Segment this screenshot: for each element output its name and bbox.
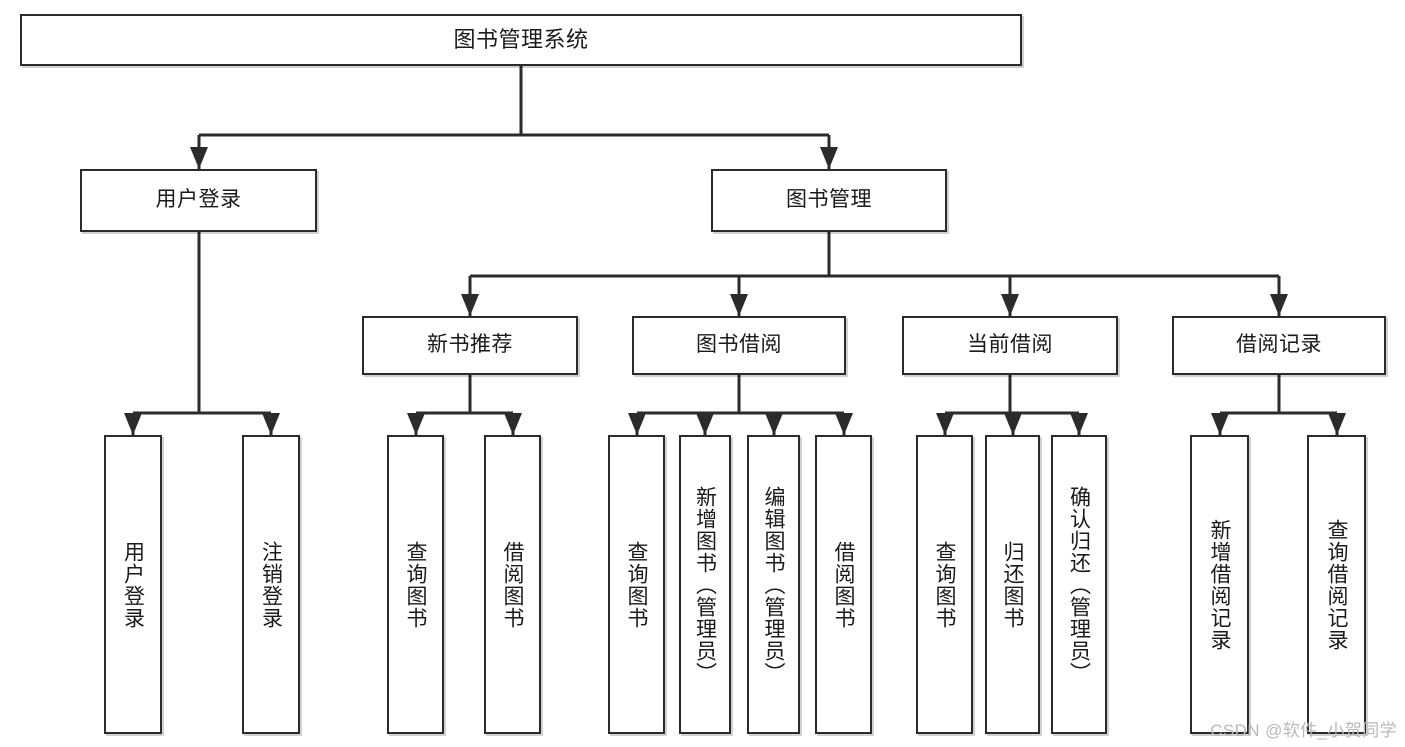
diagram-node-label: 新增图书（管理员） bbox=[693, 485, 717, 684]
diagram-node-leaf_5: 新增图书（管理员） bbox=[679, 435, 731, 734]
connector-arrowhead bbox=[504, 413, 522, 435]
diagram-node-label: 编辑图书（管理员） bbox=[762, 485, 785, 684]
connector-arrowhead bbox=[1070, 413, 1088, 435]
diagram-node-leaf_1: 注销登录 bbox=[242, 435, 300, 734]
connector-arrowhead bbox=[1211, 413, 1229, 435]
diagram-node-l2_3: 借阅记录 bbox=[1172, 316, 1386, 375]
diagram-node-label: 查询借阅记录 bbox=[1325, 518, 1348, 651]
diagram-node-label: 归还图书 bbox=[1001, 540, 1024, 629]
connector-arrowhead bbox=[628, 413, 646, 435]
diagram-node-root: 图书管理系统 bbox=[20, 14, 1022, 66]
connector-arrowhead bbox=[1328, 413, 1346, 435]
connector-arrowhead bbox=[1004, 413, 1022, 435]
connector-arrowhead bbox=[190, 147, 208, 169]
diagram-node-label: 借阅记录 bbox=[1236, 333, 1322, 357]
diagram-node-label: 查询图书 bbox=[625, 540, 648, 629]
diagram-node-l2_0: 新书推荐 bbox=[362, 316, 578, 375]
diagram-node-l2_1: 图书借阅 bbox=[632, 316, 846, 375]
csdn-watermark: CSDN @软件_小贺同学 bbox=[1210, 721, 1397, 740]
diagram-node-label: 新增借阅记录 bbox=[1208, 518, 1231, 651]
diagram-node-label: 当前借阅 bbox=[967, 333, 1053, 357]
connector-arrowhead bbox=[461, 294, 479, 316]
diagram-node-l1_0: 用户登录 bbox=[80, 169, 317, 232]
connector-arrowhead bbox=[262, 413, 280, 435]
diagram-node-label: 图书管理 bbox=[786, 188, 872, 212]
diagram-node-label: 用户登录 bbox=[121, 540, 145, 629]
connector-arrowhead bbox=[835, 413, 853, 435]
diagram-node-leaf_0: 用户登录 bbox=[104, 435, 162, 734]
diagram-node-leaf_6: 编辑图书（管理员） bbox=[747, 435, 800, 734]
connector-arrowhead bbox=[696, 413, 714, 435]
connector-arrowhead bbox=[820, 147, 838, 169]
diagram-node-leaf_7: 借阅图书 bbox=[815, 435, 872, 734]
diagram-node-l1_1: 图书管理 bbox=[711, 169, 947, 232]
connector-arrowhead bbox=[765, 413, 783, 435]
diagram-node-label: 借阅图书 bbox=[501, 540, 524, 629]
diagram-node-leaf_2: 查询图书 bbox=[387, 435, 444, 734]
diagram-node-leaf_12: 查询借阅记录 bbox=[1307, 435, 1366, 734]
connector-arrowhead bbox=[1001, 294, 1019, 316]
diagram-node-leaf_3: 借阅图书 bbox=[484, 435, 541, 734]
diagram-node-leaf_4: 查询图书 bbox=[608, 435, 665, 734]
diagram-node-leaf_11: 新增借阅记录 bbox=[1190, 435, 1249, 734]
diagram-node-label: 新书推荐 bbox=[427, 333, 513, 357]
connector-arrowhead bbox=[124, 413, 142, 435]
connector-arrowhead bbox=[1270, 294, 1288, 316]
connector-arrowhead bbox=[936, 413, 954, 435]
diagram-node-label: 确认归还（管理员） bbox=[1067, 485, 1091, 684]
diagram-node-label: 借阅图书 bbox=[832, 540, 855, 629]
diagram-node-label: 用户登录 bbox=[155, 188, 242, 212]
diagram-node-label: 查询图书 bbox=[933, 540, 956, 629]
diagram-node-leaf_8: 查询图书 bbox=[916, 435, 973, 734]
diagram-node-leaf_9: 归还图书 bbox=[985, 435, 1040, 734]
diagram-node-label: 图书管理系统 bbox=[453, 27, 589, 53]
diagram-node-l2_2: 当前借阅 bbox=[902, 316, 1118, 375]
connector-arrowhead bbox=[407, 413, 425, 435]
diagram-node-leaf_10: 确认归还（管理员） bbox=[1051, 435, 1107, 734]
diagram-node-label: 注销登录 bbox=[259, 540, 283, 629]
connector-arrowhead bbox=[730, 294, 748, 316]
diagram-node-label: 查询图书 bbox=[404, 540, 427, 629]
diagram-node-label: 图书借阅 bbox=[696, 333, 782, 357]
